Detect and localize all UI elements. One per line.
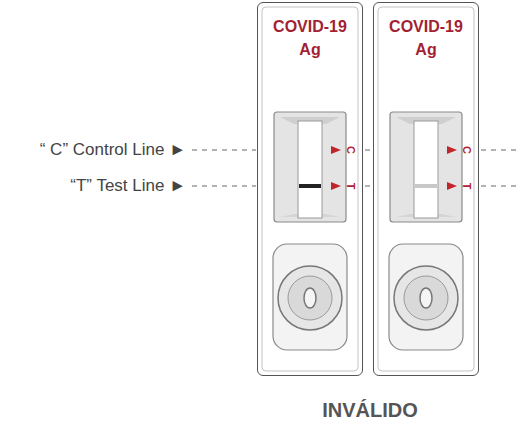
line-marker-letter: T bbox=[345, 180, 357, 192]
line-marker-letter: C bbox=[461, 144, 473, 156]
cassette-title: COVID-19 Ag bbox=[267, 15, 353, 61]
line-callout: “ C” Control Line ► bbox=[40, 140, 186, 160]
cassette-left bbox=[257, 2, 363, 376]
line-marker-letter: T bbox=[461, 180, 473, 192]
line-callout: “T” Test Line ► bbox=[70, 176, 186, 196]
cassette-right bbox=[373, 2, 479, 376]
result-caption: INVÁLIDO bbox=[270, 398, 470, 422]
line-marker-letter: C bbox=[345, 144, 357, 156]
cassette-title: COVID-19 Ag bbox=[383, 15, 469, 61]
